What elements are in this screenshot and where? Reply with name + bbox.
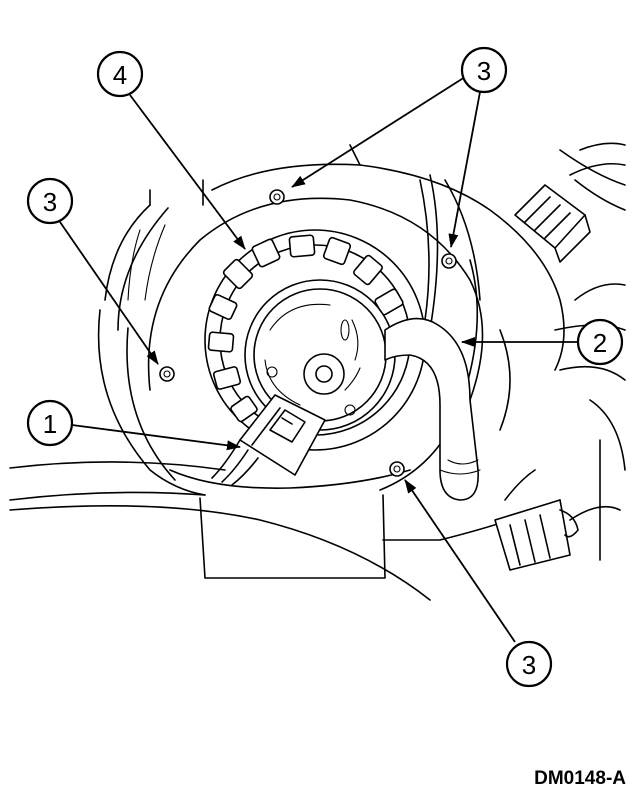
- mounting-screw-bottom: [389, 461, 405, 477]
- cooling-vanes: [207, 234, 404, 423]
- callout-4: 4: [96, 50, 144, 98]
- leader-4: [129, 94, 246, 250]
- leader-3-top-a: [291, 76, 466, 188]
- leader-3-bottom: [404, 479, 516, 643]
- callout-1: 1: [26, 399, 74, 447]
- vent-hose: [384, 317, 481, 501]
- callout-3-bottom-label: 3: [522, 650, 536, 680]
- mounting-screw-right: [441, 253, 457, 269]
- callout-1-label: 1: [43, 409, 57, 439]
- leader-lines: [59, 76, 578, 643]
- callout-2-label: 2: [593, 328, 607, 358]
- mounting-plate: [147, 197, 484, 489]
- callout-3-top-label: 3: [477, 56, 491, 86]
- diagram-id: DM0148-A: [534, 768, 626, 789]
- mounting-screw-top: [269, 189, 285, 205]
- upper-right-connector: [514, 184, 591, 263]
- callout-4-label: 4: [113, 60, 127, 90]
- blower-motor: [204, 229, 426, 451]
- callout-3-left-label: 3: [43, 187, 57, 217]
- lower-right-connector: [494, 469, 579, 571]
- callout-3-left: 3: [26, 177, 74, 225]
- callout-2: 2: [576, 318, 624, 366]
- leader-3-left: [59, 221, 159, 365]
- callout-3-bottom: 3: [505, 640, 553, 688]
- mounting-screw-left: [159, 366, 175, 382]
- motor-electrical-connector: [211, 394, 326, 486]
- leader-1: [71, 424, 241, 451]
- leader-3-top-b: [448, 91, 481, 248]
- mounting-screws: [159, 189, 457, 477]
- callout-3-top: 3: [460, 46, 508, 94]
- housing-outline: [9, 142, 626, 601]
